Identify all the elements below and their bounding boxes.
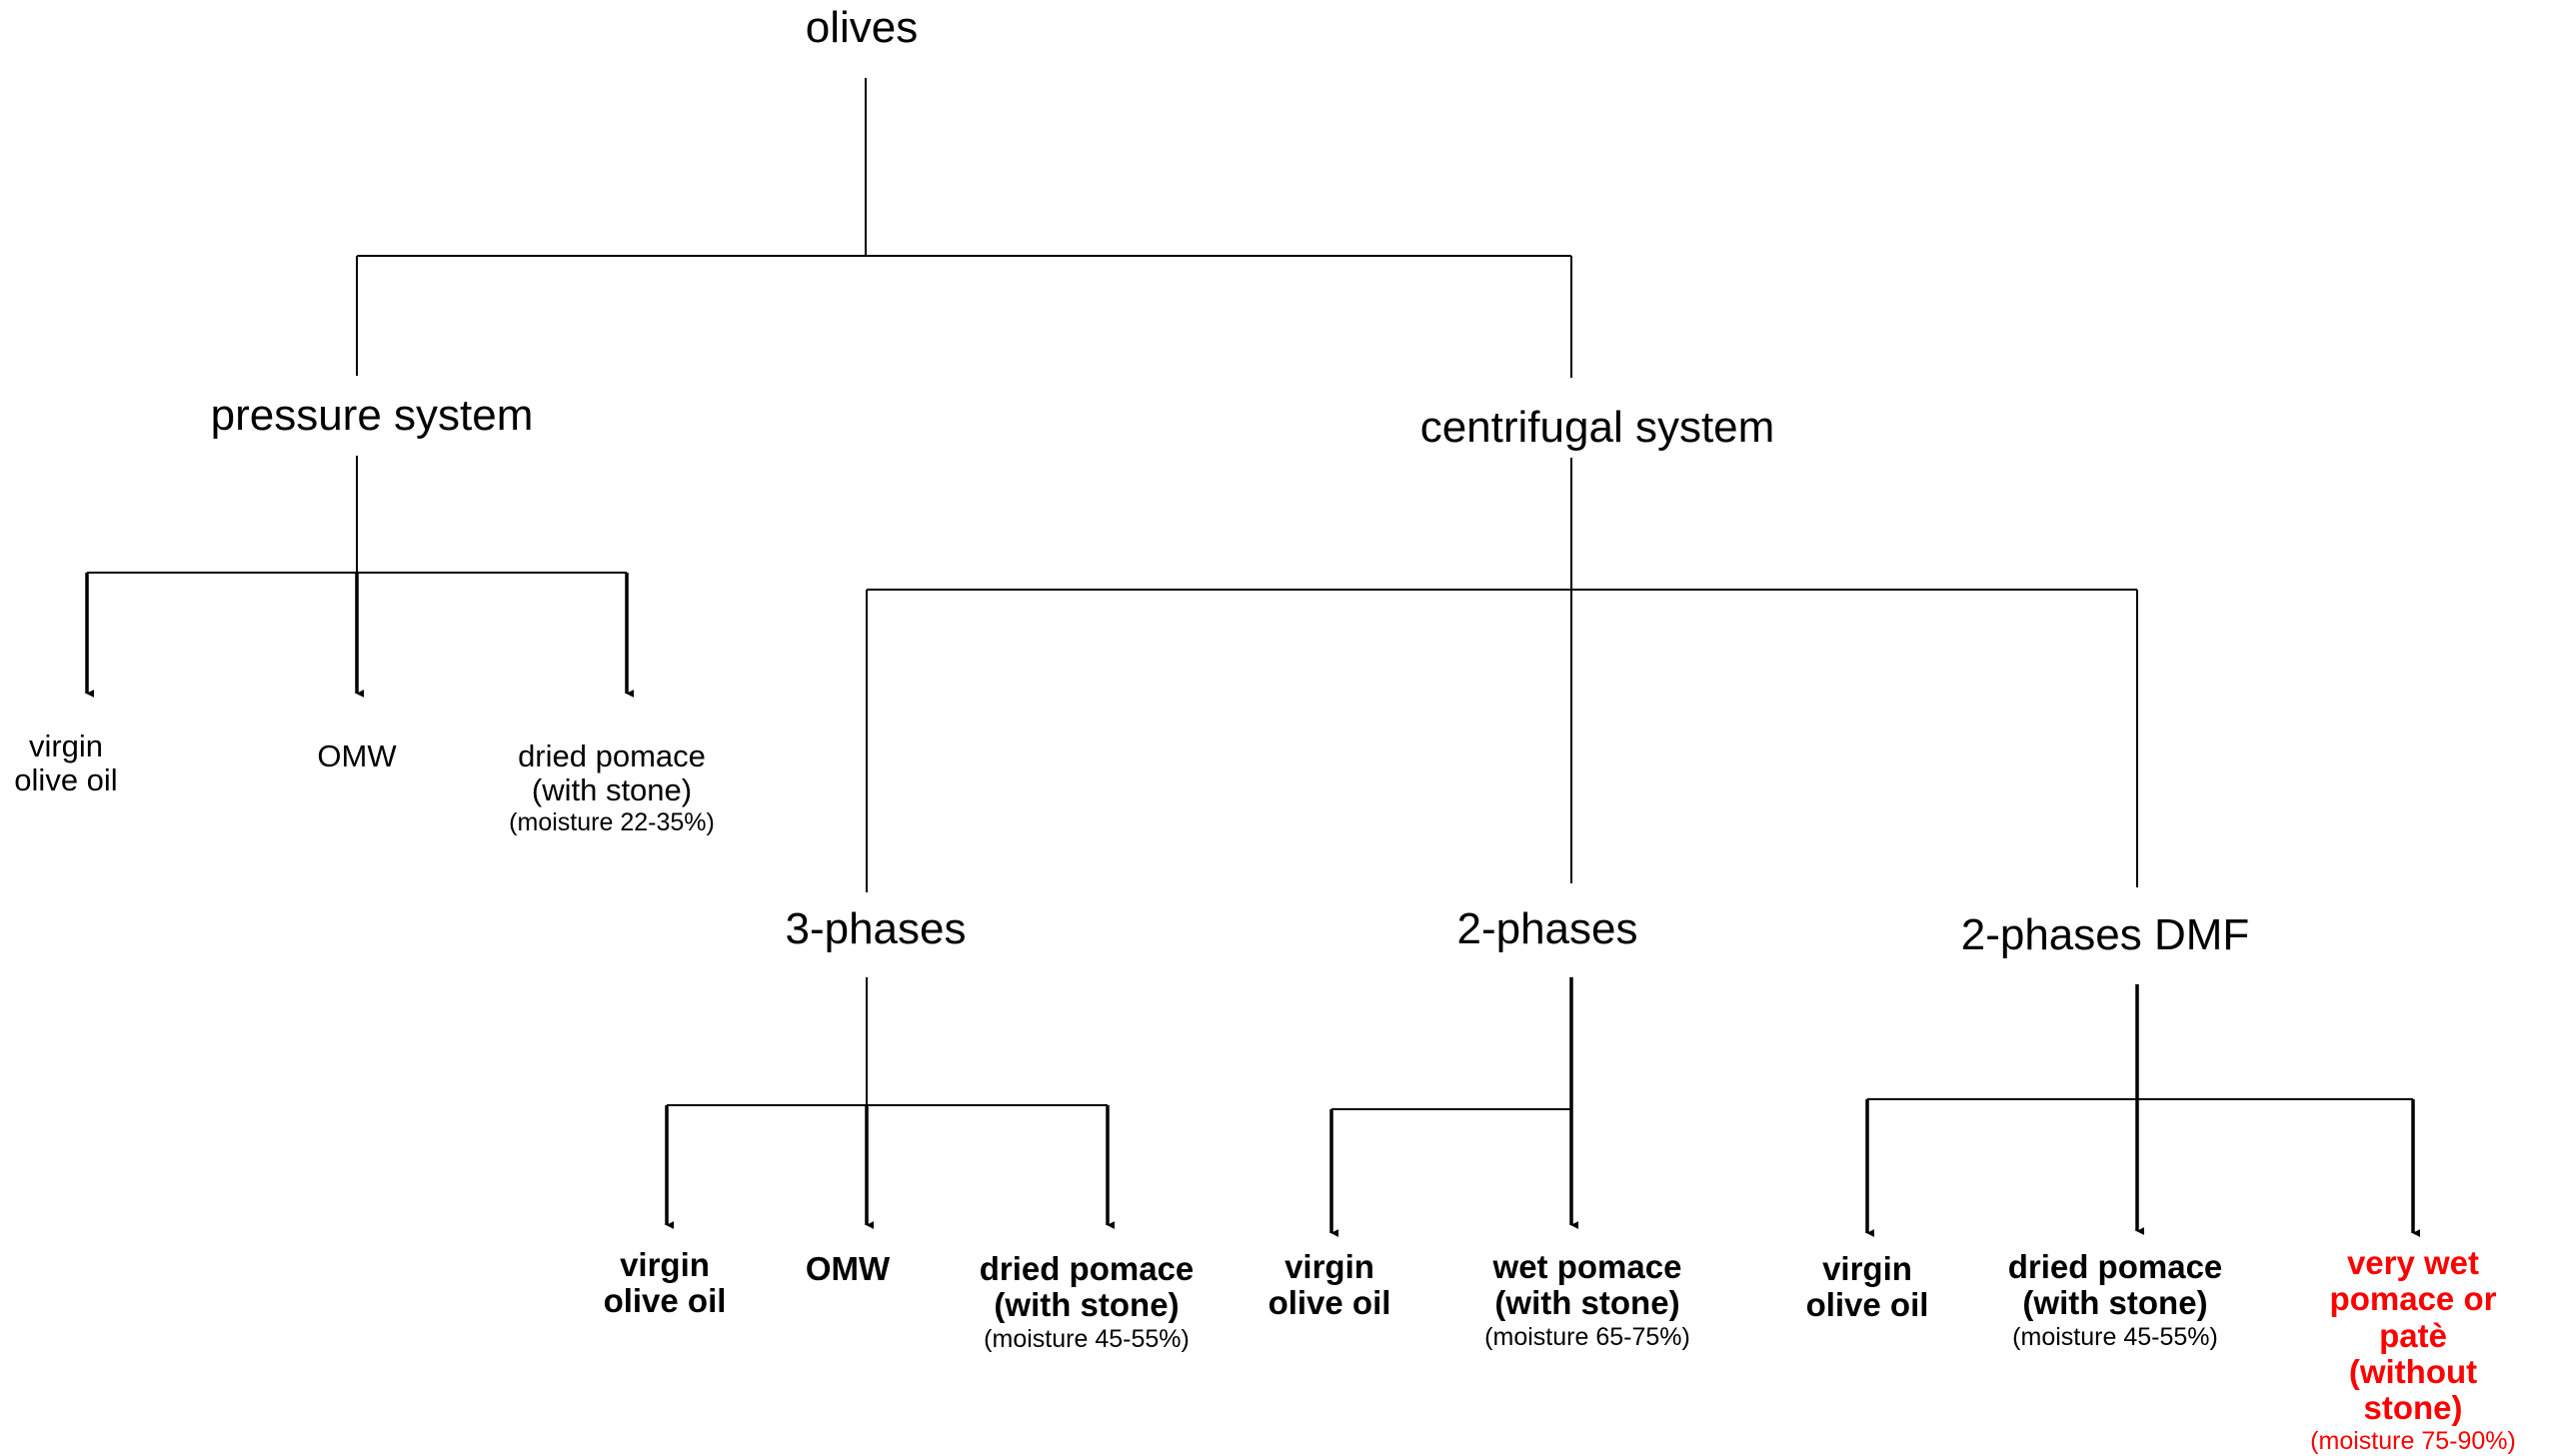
pressure-dried-pomace-moisture: (moisture 22-35%): [509, 808, 715, 837]
two-phases-wet-pomace-label: wet pomace (with stone): [1492, 1248, 1682, 1322]
dmf-very-wet-pomace-moisture: (moisture 75-90%): [2310, 1427, 2516, 1456]
dmf-dried-pomace-label: dried pomace (with stone): [2007, 1248, 2223, 1322]
root-node: olives: [805, 3, 919, 52]
dmf-very-wet-pomace-label: very wet pomace or patè (without stone): [2329, 1244, 2497, 1427]
connector-lines: [85, 78, 2421, 1237]
three-phases-dried-pomace-label: dried pomace (with stone): [979, 1250, 1195, 1324]
pressure-product-omw: OMW: [317, 738, 397, 773]
centrifugal-system-node: centrifugal system: [1419, 403, 1775, 452]
three-phases-product-virgin-olive-oil: virgin olive oil: [603, 1246, 727, 1320]
pressure-product-virgin-olive-oil: virgin olive oil: [14, 728, 118, 798]
two-phases-wet-pomace-moisture: (moisture 65-75%): [1484, 1322, 1690, 1351]
three-phases-dried-pomace-moisture: (moisture 45-55%): [984, 1324, 1190, 1353]
pressure-dried-pomace-label: dried pomace (with stone): [518, 738, 706, 808]
three-phases-product-dried-pomace: dried pomace (with stone) (moisture 45-5…: [979, 1250, 1195, 1353]
three-phases-product-omw: OMW: [805, 1250, 891, 1287]
two-phases-dmf-node: 2-phases DMF: [1960, 910, 2250, 959]
two-phases-product-virgin-olive-oil: virgin olive oil: [1268, 1248, 1391, 1322]
pressure-system-node: pressure system: [210, 391, 534, 440]
two-phases-node: 2-phases: [1456, 904, 1638, 953]
three-phases-node: 3-phases: [785, 904, 967, 953]
two-phases-product-wet-pomace: wet pomace (with stone) (moisture 65-75%…: [1484, 1248, 1690, 1351]
dmf-dried-pomace-moisture: (moisture 45-55%): [2012, 1322, 2218, 1351]
dmf-product-very-wet-pomace: very wet pomace or patè (without stone) …: [2310, 1244, 2516, 1456]
dmf-product-dried-pomace: dried pomace (with stone) (moisture 45-5…: [2007, 1248, 2223, 1351]
pressure-product-dried-pomace: dried pomace (with stone) (moisture 22-3…: [509, 738, 715, 837]
dmf-product-virgin-olive-oil: virgin olive oil: [1805, 1250, 1929, 1324]
